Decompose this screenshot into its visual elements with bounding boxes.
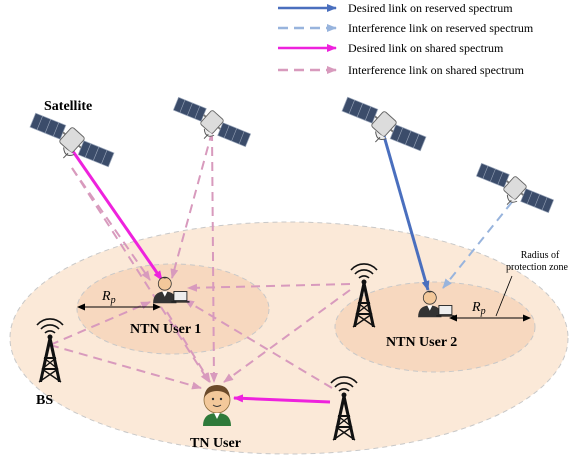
ntn-user-2-label: NTN User 2 xyxy=(386,335,457,350)
satellite-4 xyxy=(469,161,558,222)
tn-user-label: TN User xyxy=(190,436,241,451)
legend-label-shared-interference: Interference link on shared spectrum xyxy=(348,63,525,77)
satellite-label: Satellite xyxy=(44,99,92,114)
reserved-interference-link xyxy=(442,201,513,289)
shared-desired-link-sat-ntn1 xyxy=(70,149,164,281)
radius-label-1: Rp xyxy=(101,289,116,306)
legend-label-reserved-desired: Desired link on reserved spectrum xyxy=(348,1,513,15)
radius-note-line-1: Radius of xyxy=(521,250,560,261)
radius-callout-line xyxy=(495,275,513,317)
legend: Desired link on reserved spectrum Interf… xyxy=(278,1,534,77)
bs-label: BS xyxy=(36,393,53,408)
shared-interference-links xyxy=(49,131,351,390)
shared-desired-link-bs-tn xyxy=(233,394,331,404)
legend-label-shared-desired: Desired link on shared spectrum xyxy=(348,41,504,55)
legend-label-reserved-interference: Interference link on reserved spectrum xyxy=(348,21,534,35)
radius-label-2: Rp xyxy=(471,300,486,317)
radius-note-line-2: protection zone xyxy=(506,262,568,273)
satellite-2 xyxy=(166,95,255,156)
protection-zone-2 xyxy=(334,281,536,373)
reserved-desired-link-sat-ntn2 xyxy=(382,135,430,291)
satellite-1 xyxy=(23,111,119,176)
tn-user-icon xyxy=(203,385,231,426)
satellite-3 xyxy=(335,95,431,160)
ntn-user-1-label: NTN User 1 xyxy=(130,322,201,337)
